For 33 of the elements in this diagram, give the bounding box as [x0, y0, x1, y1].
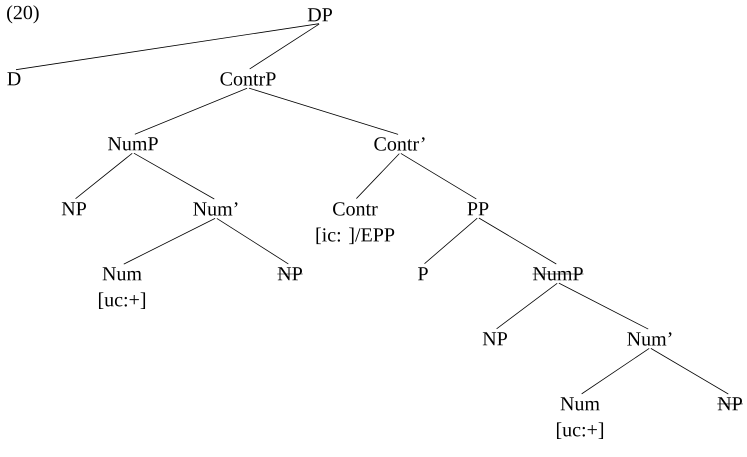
category-label: NP	[62, 202, 86, 216]
tree-branch	[496, 282, 558, 330]
tree-branch	[478, 218, 557, 264]
tree-branch	[133, 152, 215, 200]
tree-branch	[400, 153, 477, 200]
tree-branch	[650, 348, 729, 394]
tree-branch	[75, 152, 133, 200]
category-label: Num [uc:+]	[556, 397, 604, 439]
example-number: (20)	[7, 5, 39, 24]
category-label: ContrP	[220, 72, 276, 86]
tree-branch	[356, 153, 400, 199]
category-label: PP	[467, 202, 488, 216]
tree-branch	[581, 348, 650, 394]
category-label: P	[418, 267, 428, 280]
category-label: Contr’	[374, 137, 425, 151]
category-label: DP	[308, 8, 332, 22]
tree-branch	[16, 23, 320, 70]
category-label: Num’	[627, 332, 672, 346]
category-label: Num’	[193, 202, 238, 216]
category-label: Num [uc:+]	[98, 267, 146, 309]
tree-branch	[134, 88, 248, 135]
tree-branch	[424, 218, 478, 264]
category-label: Contr [ic: ]/EPP	[316, 202, 394, 244]
tree-branch	[123, 218, 216, 264]
tree-branch	[248, 88, 398, 135]
tree-branch	[249, 24, 320, 70]
tree-branch	[558, 282, 649, 330]
category-label: NP	[482, 332, 507, 346]
struck-category-label: NumP	[532, 267, 584, 280]
category-label: NumP	[108, 137, 158, 150]
tree-branch	[216, 218, 289, 264]
category-label: D	[7, 72, 20, 86]
struck-category-label: NP	[276, 267, 304, 280]
